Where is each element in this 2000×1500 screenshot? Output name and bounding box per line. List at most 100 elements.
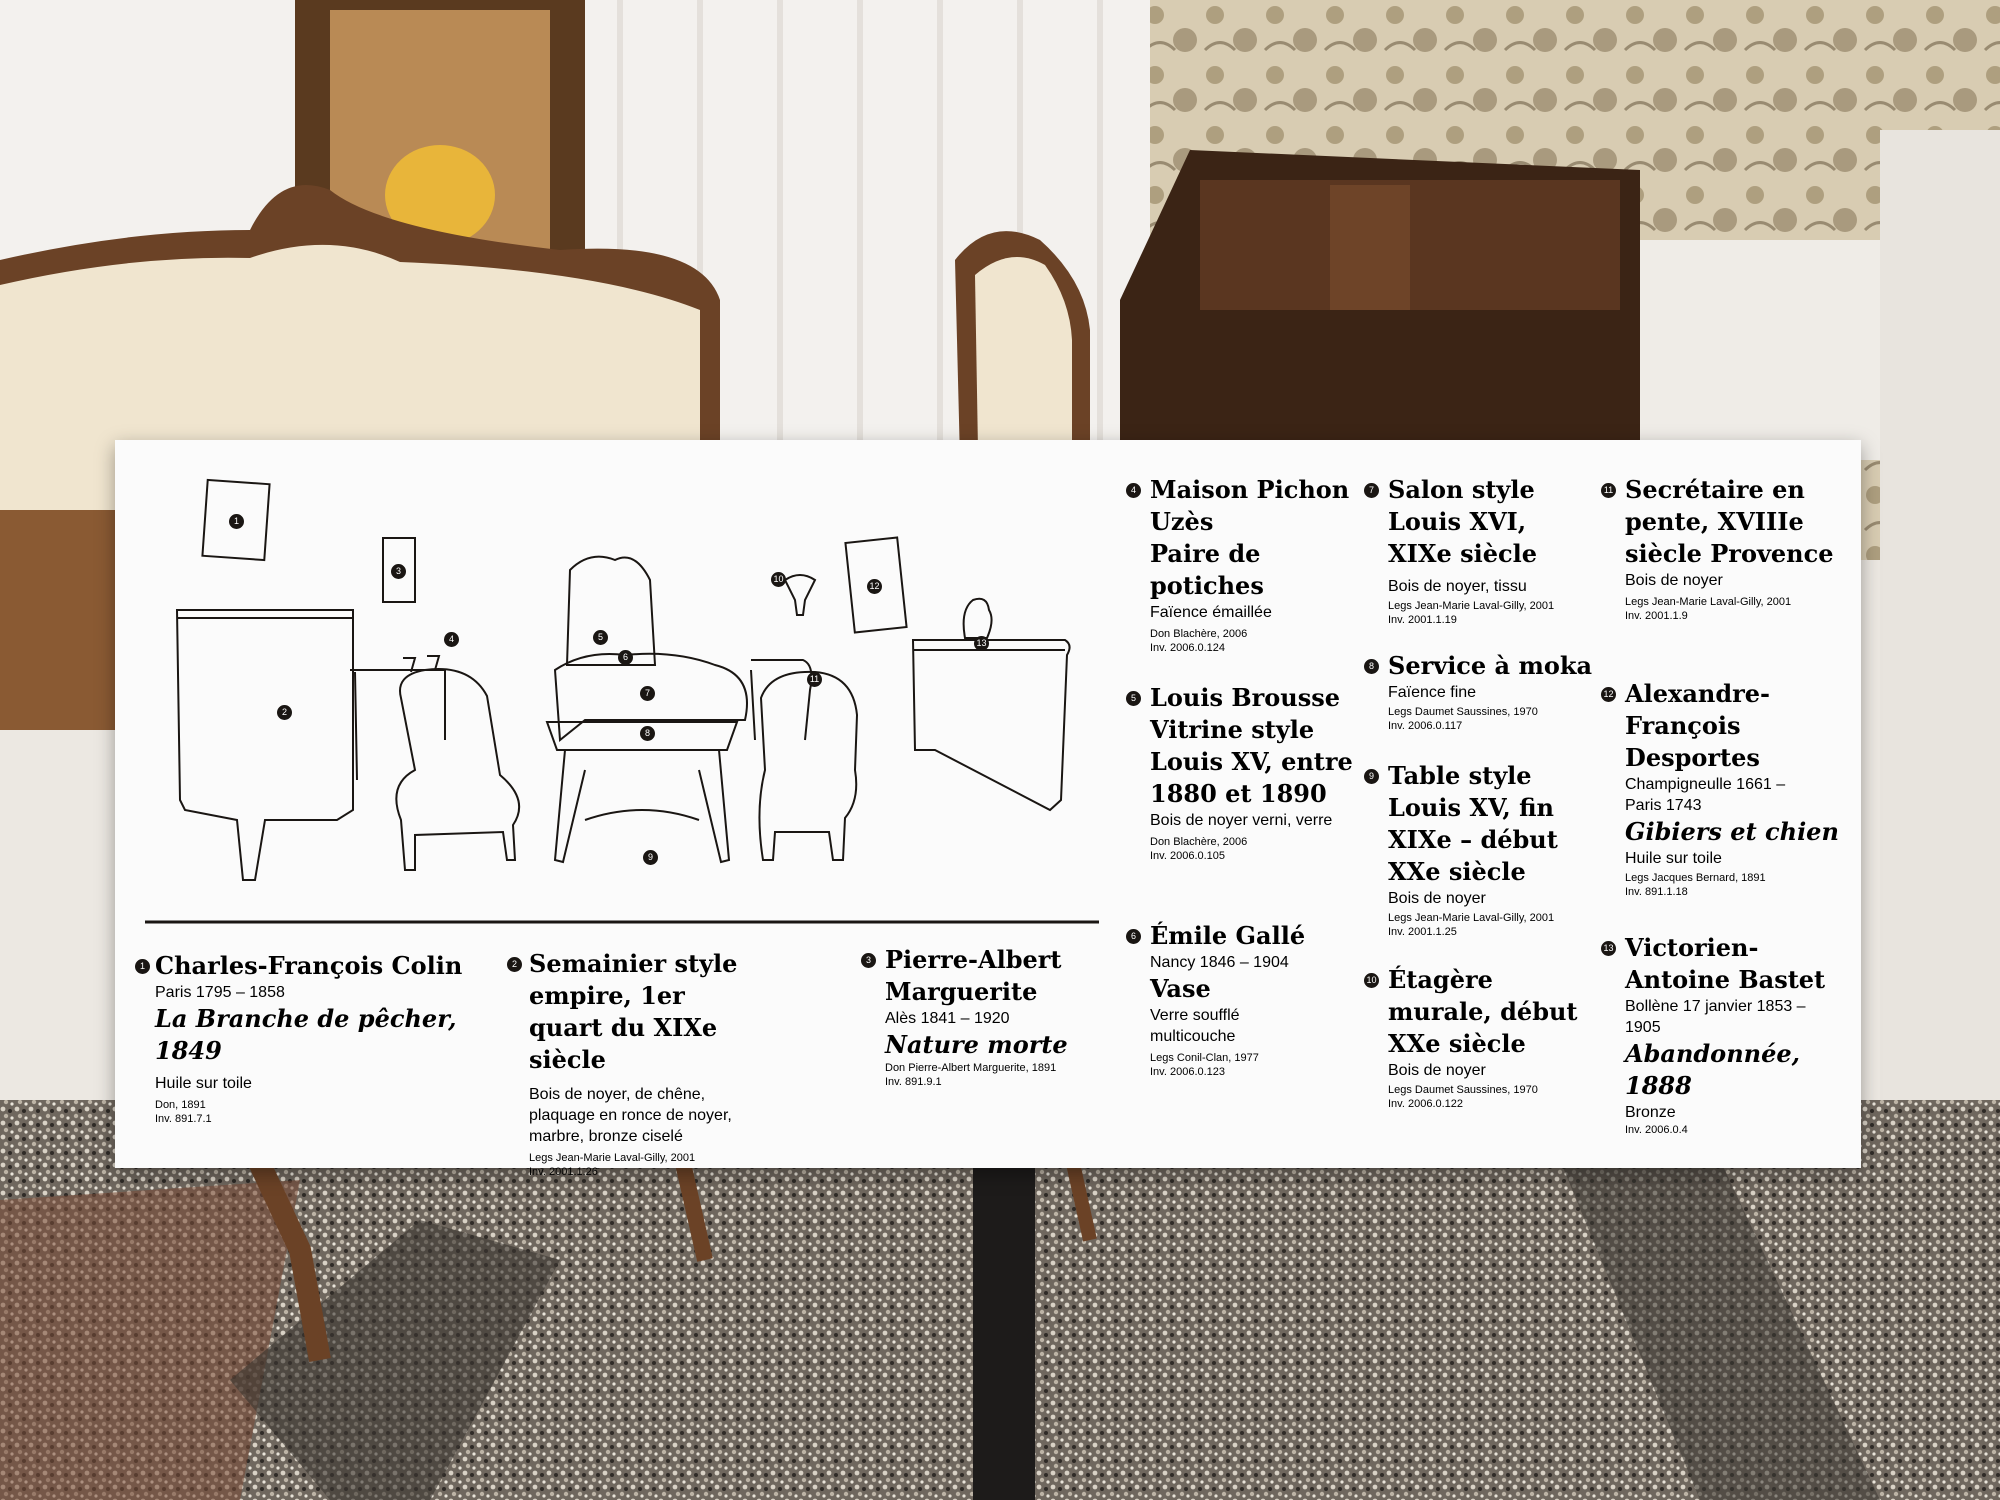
marker-1: 1 [229, 514, 244, 529]
marker-12: 12 [867, 579, 882, 594]
entry-credit: Legs Daumet Saussines, 1970 [1388, 1084, 1538, 1096]
entry-title: Maison Pichon Uzès [1150, 475, 1350, 536]
entry-subtitle: Paris 1795 – 1858 [155, 984, 285, 1001]
entry-number: 3 [861, 953, 876, 968]
entry-inventory: Inv. 891.1.18 [1625, 886, 1688, 898]
entry-material: Huile sur toile [1625, 850, 1722, 867]
entry-7: 7 Salon style Louis XVI, XIXe siècle Boi… [1364, 474, 1588, 627]
entry-material: Bois de noyer, de chêne, plaquage en ron… [529, 1086, 732, 1145]
entry-11: 11 Secrétaire en pente, XVIIIe siècle Pr… [1601, 474, 1835, 623]
entry-inventory: Inv. 2001.1.26 [529, 1166, 598, 1178]
marker-8: 8 [640, 726, 655, 741]
entry-4: 4 Maison Pichon Uzès Paire de potiches F… [1126, 474, 1365, 655]
entry-1: 1 Charles-François Colin Paris 1795 – 18… [135, 950, 475, 1126]
entry-number: 9 [1364, 769, 1379, 784]
entry-object: Paire de potiches [1150, 539, 1264, 600]
entry-inventory: Inv. 891.7.1 [155, 1113, 212, 1125]
entry-material: Bois de noyer verni, verre [1150, 812, 1333, 829]
entry-object: Vase [1150, 974, 1211, 1003]
entry-work: Abandonnée, 1888 [1625, 1039, 1800, 1100]
entry-credit: Don, 1891 [155, 1099, 206, 1111]
marker-7: 7 [640, 686, 655, 701]
entry-10: 10 Étagère murale, début XXe siècle Bois… [1364, 964, 1603, 1111]
entry-work: La Branche de pêcher, 1849 [155, 1004, 457, 1065]
entry-title: Service à moka [1388, 651, 1593, 680]
entry-credit: Don Blachère, 2006 [1150, 836, 1248, 848]
entry-inventory: Inv. 2001.1.19 [1388, 614, 1457, 626]
marker-13: 13 [974, 636, 989, 651]
entry-number: 12 [1601, 687, 1616, 702]
entry-inventory: Inv. 2006.0.4 [1625, 1124, 1688, 1136]
entry-title: Victorien-Antoine Bastet [1625, 933, 1826, 994]
entry-title: Alexandre-François Desportes [1625, 679, 1770, 772]
entry-inventory: Inv. 2006.0.117 [1388, 720, 1463, 732]
museum-info-panel: 1 2 3 4 5 6 7 8 9 10 11 12 13 1 Charles-… [115, 440, 1861, 1178]
entry-credit: Legs Jean-Marie Laval-Gilly, 2001 [1388, 912, 1555, 924]
entry-material: Huile sur toile [155, 1075, 252, 1092]
entry-title: Table style Louis XV, fin XIXe – début X… [1388, 761, 1558, 886]
entry-number: 6 [1126, 929, 1141, 944]
entry-inventory: Inv. 2001.1.9 [1625, 610, 1688, 622]
marker-9: 9 [643, 850, 658, 865]
marker-6: 6 [618, 650, 633, 665]
entry-13: 13 Victorien-Antoine Bastet Bollène 17 j… [1601, 932, 1845, 1137]
entry-inventory: Inv. 2006.0.122 [1388, 1098, 1464, 1110]
entry-number: 1 [135, 959, 150, 974]
marker-3: 3 [391, 564, 406, 579]
marker-11: 11 [807, 672, 822, 687]
entry-number: 2 [507, 957, 522, 972]
entry-title: Pierre-Albert Marguerite [885, 945, 1062, 1006]
entry-title: Salon style Louis XVI, XIXe siècle [1388, 475, 1537, 568]
entry-title: Louis Brousse [1150, 683, 1340, 712]
entry-12: 12 Alexandre-François Desportes Champign… [1601, 678, 1840, 899]
entry-inventory: Inv. 2006.0.105 [1150, 850, 1226, 862]
entry-number: 13 [1601, 941, 1616, 956]
entry-number: 7 [1364, 483, 1379, 498]
entry-number: 10 [1364, 973, 1379, 988]
entry-material: Bronze [1625, 1104, 1676, 1121]
entry-2: 2 Semainier style empire, 1er quart du X… [507, 948, 759, 1179]
marker-10: 10 [771, 572, 786, 587]
entry-5: 5 Louis Brousse Vitrine style Louis XV, … [1126, 682, 1365, 863]
entry-inventory: Inv. 2006.0.124 [1150, 642, 1226, 654]
marker-5: 5 [593, 630, 608, 645]
entry-inventory: Inv. 891.9.1 [885, 1076, 942, 1088]
entry-credit: Legs Jean-Marie Laval-Gilly, 2001 [529, 1152, 696, 1164]
entry-inventory: Inv. 2001.1.25 [1388, 926, 1457, 938]
entry-material: Bois de noyer [1388, 890, 1486, 907]
entry-credit: Don Blachère, 2006 [1150, 628, 1248, 640]
entry-credit: Legs Jean-Marie Laval-Gilly, 2001 [1625, 596, 1792, 608]
entry-material: Verre soufflé multicouche [1150, 1007, 1240, 1045]
entry-subtitle: Champigneulle 1661 – Paris 1743 [1625, 776, 1786, 814]
entry-material: Bois de noyer [1625, 572, 1723, 589]
entry-object: Vitrine style Louis XV, entre 1880 et 18… [1150, 715, 1353, 808]
entry-number: 11 [1601, 483, 1616, 498]
marker-4: 4 [444, 632, 459, 647]
entry-material: Faïence fine [1388, 684, 1477, 701]
entry-work: Nature morte [885, 1030, 1068, 1059]
entry-number: 8 [1364, 659, 1379, 674]
entry-material: Bois de noyer, tissu [1388, 578, 1527, 595]
entry-title: Étagère murale, début XXe siècle [1388, 965, 1578, 1058]
room-layout-drawing [145, 478, 1099, 924]
entry-credit: Legs Daumet Saussines, 1970 [1388, 706, 1538, 718]
entry-subtitle: Alès 1841 – 1920 [885, 1010, 1010, 1027]
entry-credit: Legs Jacques Bernard, 1891 [1625, 872, 1766, 884]
entry-work: Gibiers et chien [1625, 817, 1839, 846]
entry-title: Émile Gallé [1150, 921, 1306, 950]
marker-2: 2 [277, 705, 292, 720]
entry-credit: Legs Conil-Clan, 1977 [1150, 1052, 1259, 1064]
entry-9: 9 Table style Louis XV, fin XIXe – début… [1364, 760, 1603, 939]
entry-subtitle: Bollène 17 janvier 1853 – 1905 [1625, 998, 1806, 1036]
entry-material: Bois de noyer [1388, 1062, 1486, 1079]
entry-credit: Don Pierre-Albert Marguerite, 1891 [885, 1062, 1057, 1074]
entry-8: 8 Service à moka Faïence fine Legs Daume… [1364, 650, 1608, 733]
entry-title: Charles-François Colin [155, 951, 463, 980]
entry-6: 6 Émile Gallé Nancy 1846 – 1904 Vase Ver… [1126, 920, 1365, 1079]
entry-number: 4 [1126, 483, 1141, 498]
entry-title: Secrétaire en pente, XVIIIe siècle Prove… [1625, 475, 1834, 568]
entry-number: 5 [1126, 691, 1141, 706]
entry-title: Semainier style empire, 1er quart du XIX… [529, 949, 738, 1074]
entry-3: 3 Pierre-Albert Marguerite Alès 1841 – 1… [861, 944, 1085, 1089]
entry-credit: Legs Jean-Marie Laval-Gilly, 2001 [1388, 600, 1555, 612]
